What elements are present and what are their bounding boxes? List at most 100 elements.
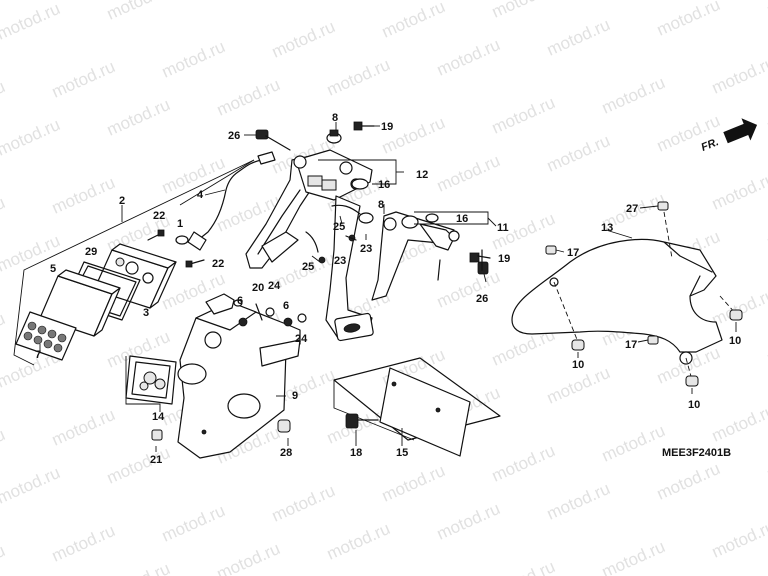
reflector-7	[15, 311, 77, 361]
fender-tab	[205, 293, 235, 315]
bolt-18	[345, 413, 379, 429]
leader-4	[204, 189, 226, 196]
watermark-text: motod.ru	[489, 441, 558, 486]
callout-17b: 17	[625, 339, 637, 351]
watermark-text: motod.ru	[434, 35, 503, 80]
watermark-text: motod.ru	[49, 405, 118, 450]
rear-fender-13	[511, 211, 737, 381]
callout-11: 11	[497, 222, 509, 234]
watermark-text: motod.ru	[49, 173, 118, 218]
watermark-text: motod.ru	[434, 151, 503, 196]
watermark-text: motod.ru	[764, 0, 768, 20]
fender-13-lip	[663, 241, 713, 273]
watermark-text: motod.ru	[544, 479, 613, 524]
harness-plug	[187, 231, 207, 251]
callout-16a: 16	[378, 179, 390, 191]
callout-19a: 19	[381, 121, 393, 133]
callout-8a: 8	[332, 112, 338, 124]
callout-23a: 23	[360, 243, 372, 255]
bolt-26-upper	[255, 129, 291, 151]
watermark-text: motod.ru	[49, 521, 118, 566]
callout-20: 20	[252, 282, 264, 294]
group2-frame-top	[179, 159, 255, 206]
nut-8-upper	[326, 129, 342, 144]
watermark-text: motod.ru	[324, 519, 393, 564]
diagram-code: MEE3F2401B	[662, 447, 731, 459]
taillight-group	[13, 151, 276, 366]
watermark-text: motod.ru	[0, 425, 8, 470]
grommet-10-b	[685, 375, 699, 387]
callout-25a: 25	[333, 221, 345, 233]
callout-8b: 8	[378, 199, 384, 211]
leader-25a	[339, 215, 343, 225]
watermark-text: motod.ru	[709, 517, 768, 562]
bracket-lower	[261, 231, 299, 263]
watermark-text: motod.ru	[269, 481, 338, 526]
watermark-text: motod.ru	[104, 95, 173, 140]
watermark-text: motod.ru	[544, 131, 613, 176]
watermark-text: motod.ru	[654, 459, 723, 504]
watermark-text: motod.ru	[0, 115, 63, 160]
watermark-text: motod.ru	[654, 0, 723, 40]
callout-10b: 10	[688, 399, 700, 411]
bolt-26-lower	[477, 249, 489, 275]
watermark-text: motod.ru	[544, 15, 613, 60]
callout-5: 5	[50, 263, 56, 275]
callout-6b: 6	[283, 300, 289, 312]
watermark-text: motod.ru	[0, 0, 63, 44]
fender-lamp	[177, 363, 207, 385]
callout-layer: 2 4 22 1 22 29 5 3 7 26 8 19 12 16 25 8 …	[35, 112, 741, 466]
harness-connector	[257, 151, 276, 165]
watermark-text: motod.ru	[324, 55, 393, 100]
callout-7: 7	[35, 349, 41, 361]
callout-23b: 23	[334, 255, 346, 267]
watermark-text: motod.ru	[489, 93, 558, 138]
callout-2: 2	[119, 195, 125, 207]
bolt-20	[255, 303, 263, 321]
washer-1	[175, 235, 189, 245]
screw-22-upper	[147, 229, 165, 241]
license-light-14	[125, 355, 177, 405]
callout-16b: 16	[456, 213, 468, 225]
direction-label: FR.	[700, 136, 721, 154]
callout-12: 12	[416, 169, 428, 181]
callout-24b: 24	[295, 333, 308, 345]
watermark-text: motod.ru	[709, 53, 768, 98]
callout-27: 27	[626, 203, 638, 215]
leader-13	[605, 229, 633, 239]
clip-25-lower	[305, 231, 319, 253]
callout-10c: 10	[729, 335, 741, 347]
callout-24a: 24	[268, 280, 281, 292]
watermark-text: motod.ru	[434, 499, 503, 544]
watermark-text: motod.ru	[709, 401, 768, 446]
screw-23-lower	[318, 256, 326, 264]
watermark-text: motod.ru	[0, 77, 8, 122]
leader-26b	[483, 273, 487, 283]
nut-8-lower	[358, 212, 374, 224]
screw-23-upper	[345, 234, 357, 242]
watermark-text: motod.ru	[104, 443, 173, 488]
callout-18: 18	[350, 447, 362, 459]
callout-6a: 6	[237, 295, 243, 307]
watermark-text: motod.ru	[709, 285, 768, 330]
callout-26a: 26	[228, 130, 240, 142]
callout-14: 14	[152, 411, 165, 423]
plate-bracket-15	[333, 357, 501, 457]
watermark-text: motod.ru	[764, 323, 768, 368]
nut-6-left	[238, 317, 248, 327]
watermark-text: motod.ru	[104, 0, 173, 24]
leader-14	[125, 356, 161, 412]
watermark-text: motod.ru	[379, 113, 448, 158]
fender-13-edge	[689, 275, 701, 297]
cushion-21	[151, 429, 163, 441]
fender-reflector	[227, 393, 261, 419]
stay-right-rib	[437, 259, 441, 281]
screw-19-upper	[353, 121, 375, 131]
nut-6-right	[283, 317, 293, 327]
callout-26b: 26	[476, 293, 488, 305]
callout-22a: 22	[153, 210, 165, 222]
fender-hardware	[151, 299, 307, 441]
leader-27	[639, 205, 659, 209]
rear-frame-brackets	[244, 121, 497, 342]
